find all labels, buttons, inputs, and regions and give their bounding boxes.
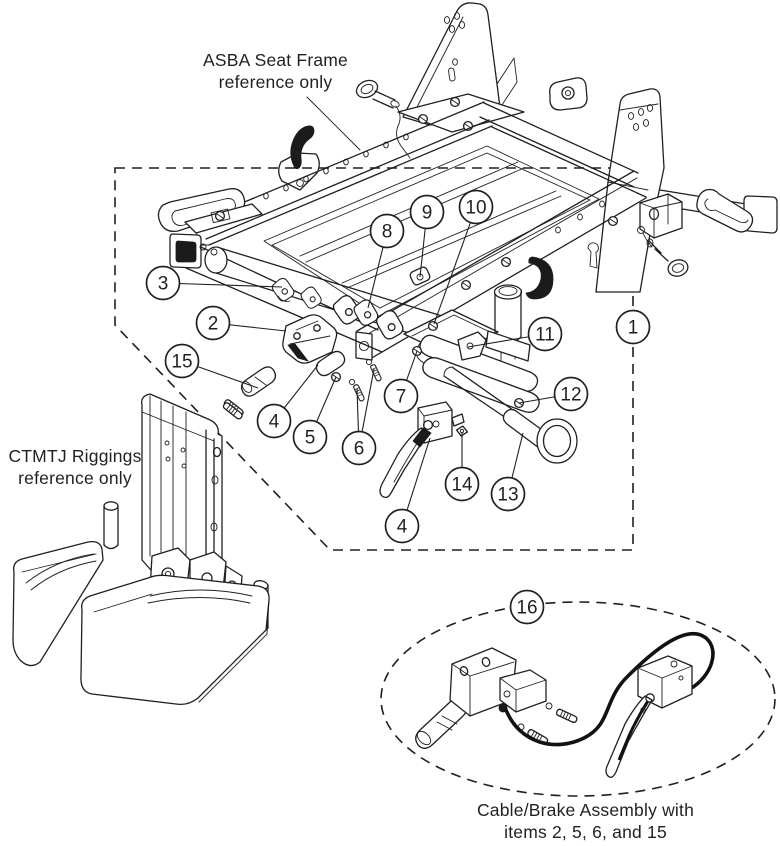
callout-circle [292,419,328,455]
callout-9: 9 [409,194,445,278]
callout-circle [409,194,445,230]
callout-circle [195,305,231,341]
cable-assembly-boundary-ellipse [380,601,776,797]
left-cane-plate [397,2,525,133]
roller-bracket [549,77,588,111]
callout-6: 6 [341,368,377,466]
callout-number: 12 [560,385,581,406]
callout-4-10: 4 [256,364,319,439]
right-armrest-loop [607,188,778,277]
callout-number: 11 [535,325,555,346]
callout-number: 1 [628,318,639,339]
callout-number: 8 [382,222,393,243]
callout-circle [369,213,405,249]
callout-number: 15 [171,352,192,373]
callout-4-15: 4 [384,437,431,544]
callout-number: 6 [354,439,365,460]
brake-lever-assembly [379,320,469,499]
callout-number: 5 [305,428,316,449]
seat-frame-reference-label: ASBA Seat Frame reference only [193,49,358,93]
cable-brake-assembly-label: Cable/Brake Assembly with items 2, 5, 6,… [448,799,723,843]
callout-circle [145,265,181,301]
footplate-right [80,574,270,706]
callout-number: 16 [516,598,537,619]
callout-number: 2 [208,314,219,335]
saddle-cradle [415,331,540,413]
seat-frame-drawing [157,2,778,361]
callout-2: 2 [195,305,287,341]
cable-brake-assembly-drawing [415,631,715,778]
riggings-reference-label: CTMTJ Riggings reference only [0,445,150,489]
cable-brake-assembly-label-line1: Cable/Brake Assembly with [476,800,695,820]
callout-circle [444,466,480,502]
left-side-rail [196,101,493,246]
pin-and-screws [315,350,383,403]
riggings-drawing [12,393,270,706]
right-brake-unit [605,655,693,778]
assembly-boundary-dashed [114,167,634,551]
callout-circle [341,430,377,466]
footplate-left [12,541,104,667]
callout-number: 10 [465,198,486,219]
cable-clamp-bracket [282,314,338,364]
seat-frame-reference-label-line1: ASBA Seat Frame [202,50,348,70]
callout-number: 13 [497,485,518,506]
callout-3: 3 [145,265,283,301]
callout-circle [164,343,200,379]
top-pull-pin [355,79,411,159]
callout-13: 13 [490,432,526,512]
callout-circle [490,476,526,512]
label-leader-line [306,96,361,151]
rear-rail [479,102,647,198]
callout-number: 14 [451,475,473,496]
riggings-reference-label-line1: CTMTJ Riggings [8,446,142,466]
callout-1: 1 [615,309,651,345]
callout-number: 4 [269,412,280,433]
callout-circle [509,589,545,625]
callout-14: 14 [444,432,480,502]
rod-with-ring [443,366,578,464]
seat-frame-reference-label-line2: reference only [218,72,333,92]
callout-7: 7 [383,350,419,414]
callout-circle [384,508,420,544]
callout-16: 16 [509,589,545,625]
rail-clamp-lugs [269,275,406,342]
cable-brake-assembly-label-line2: items 2, 5, 6, and 15 [504,822,667,842]
callout-8: 8 [367,213,405,309]
callout-number: 3 [158,274,169,295]
callout-leader-line [433,206,477,325]
center-hanger-assembly-drawing [222,284,578,499]
callout-circle [458,189,494,225]
mounting-screws [517,702,579,746]
release-lever-left [278,125,320,191]
callout-number: 7 [396,387,407,408]
callout-10: 10 [433,189,494,325]
callout-circle [383,378,419,414]
brake-c-lever [525,256,554,300]
callout-15: 15 [164,343,259,389]
callout-circle [527,316,563,352]
callout-11: 11 [467,316,563,352]
callout-12: 12 [518,376,589,412]
callout-circle [553,376,589,412]
left-armrest-loop [157,188,263,256]
riggings-reference-label-line2: reference only [18,468,132,488]
callout-circle [615,309,651,345]
callout-number: 9 [422,203,433,224]
callout-circle [256,403,292,439]
callout-leader-line [162,282,283,288]
cable-clamp-block [498,669,547,713]
callout-number: 4 [397,517,408,538]
callout-5: 5 [292,376,337,455]
